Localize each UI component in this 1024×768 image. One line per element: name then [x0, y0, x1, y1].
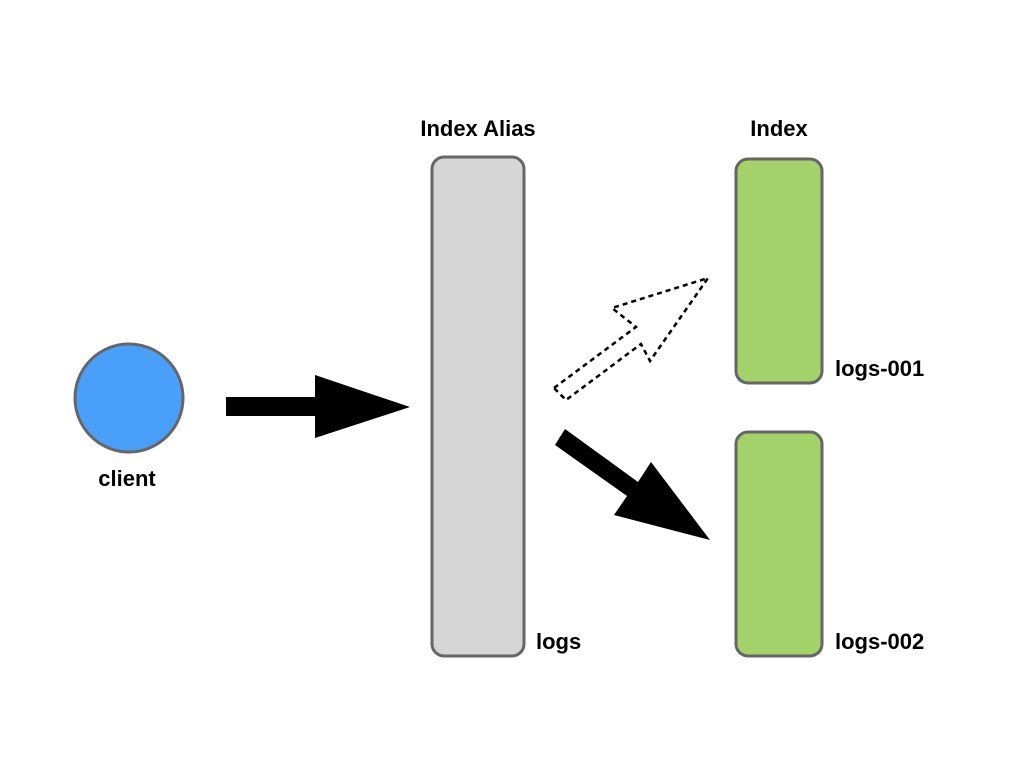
index-node-logs-001 [734, 157, 824, 385]
heading-index-alias: Index Alias [420, 116, 536, 141]
index-label-logs-001: logs-001 [835, 356, 925, 381]
arrow-alias-to-logs-002 [555, 429, 710, 540]
index-label-logs-002: logs-002 [835, 629, 925, 654]
alias-node [430, 155, 526, 658]
client-node [73, 342, 185, 454]
index-node-logs-002 [734, 430, 824, 658]
alias-label: logs [536, 629, 582, 654]
arrow-client-to-alias [226, 375, 410, 438]
heading-index: Index [750, 116, 808, 141]
client-label: client [98, 466, 156, 491]
arrow-alias-to-logs-001 [552, 275, 712, 402]
